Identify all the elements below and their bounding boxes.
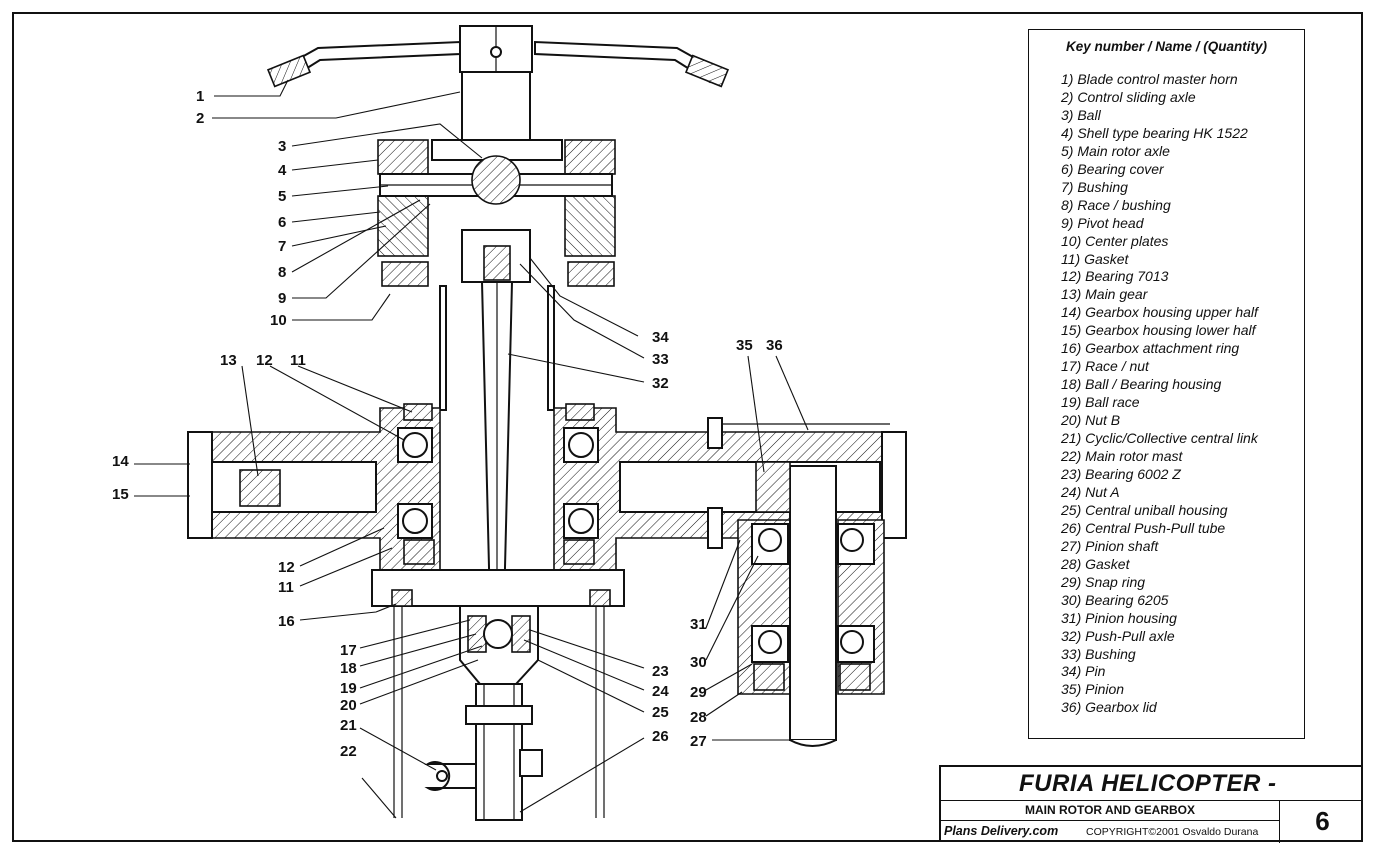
callout-25: 25 [652, 704, 669, 721]
callout-33: 33 [652, 351, 669, 368]
legend-item: 17) Race / nut [1061, 358, 1149, 375]
callout-18: 18 [340, 660, 357, 677]
title-row: FURIA HELICOPTER - [941, 767, 1363, 801]
site-name: Plans Delivery.com [944, 824, 1059, 838]
callout-9: 9 [278, 290, 286, 307]
central-uniball-housing [424, 605, 543, 821]
callout-29: 29 [690, 684, 707, 701]
callout-27: 27 [690, 733, 707, 750]
legend-item: 16) Gearbox attachment ring [1061, 340, 1240, 357]
callout-11: 11 [290, 352, 306, 369]
legend-item: 24) Nut A [1061, 483, 1120, 500]
callout-7: 7 [278, 238, 286, 255]
legend-item: 30) Bearing 6205 [1061, 591, 1169, 608]
legend-title: Key number / Name / (Quantity) [1065, 39, 1268, 54]
legend-item: 18) Ball / Bearing housing [1061, 376, 1222, 393]
legend-item: 29) Snap ring [1061, 573, 1146, 590]
legend-item: 1) Blade control master horn [1061, 71, 1238, 87]
gearbox-housing [187, 403, 907, 571]
legend-item: 23) Bearing 6002 Z [1061, 465, 1181, 482]
legend-item: 8) Race / bushing [1061, 196, 1171, 213]
legend-item: 25) Central uniball housing [1061, 501, 1228, 518]
legend-item: 4) Shell type bearing HK 1522 [1061, 124, 1248, 141]
leader-lines [134, 79, 809, 819]
callout-31: 31 [690, 616, 707, 633]
callout-20: 20 [340, 697, 357, 714]
legend-item: 36) Gearbox lid [1061, 699, 1157, 716]
legend-item: 19) Ball race [1061, 394, 1140, 411]
legend-item: 20) Nut B [1061, 412, 1121, 429]
pinion-housing [737, 461, 885, 747]
legend-item: 6) Bearing cover [1061, 160, 1164, 177]
legend-item: 34) Pin [1061, 663, 1106, 680]
legend-item: 33) Bushing [1061, 645, 1136, 662]
legend-item: 10) Center plates [1061, 232, 1169, 249]
legend-item: 3) Ball [1061, 106, 1101, 123]
callout-23: 23 [652, 663, 669, 680]
copyright-text: COPYRIGHT©2001 Osvaldo Durana [1086, 826, 1259, 838]
callout-6: 6 [278, 214, 286, 231]
parts-legend: Key number / Name / (Quantity) 1) Blade … [1028, 29, 1305, 739]
legend-item: 14) Gearbox housing upper half [1061, 304, 1258, 321]
callout-4: 4 [278, 162, 287, 179]
page-number-box: 6 [1279, 800, 1365, 843]
title-block: FURIA HELICOPTER - MAIN ROTOR AND GEARBO… [939, 765, 1365, 843]
legend-item: 35) Pinion [1061, 681, 1125, 698]
legend-item: 11) Gasket [1061, 250, 1129, 267]
legend-item: 2) Control sliding axle [1061, 88, 1196, 105]
callout-22: 22 [340, 743, 357, 760]
drawing-sheet-border [12, 12, 1363, 842]
callout-24: 24 [652, 683, 669, 700]
callout-13: 13 [220, 352, 237, 369]
callout-3: 3 [278, 138, 286, 155]
title-footer: Plans Delivery.com COPYRIGHT©2001 Osvald… [941, 821, 1279, 843]
legend-item: 15) Gearbox housing lower half [1061, 322, 1256, 339]
callout-12: 12 [256, 352, 273, 369]
legend-item: 9) Pivot head [1061, 214, 1144, 231]
rotor-head-assembly [377, 71, 616, 287]
callout-10: 10 [270, 312, 287, 329]
legend-item: 12) Bearing 7013 [1061, 268, 1169, 285]
drawing-subtitle: MAIN ROTOR AND GEARBOX [941, 801, 1279, 821]
legend-item: 26) Central Push-Pull tube [1061, 519, 1226, 536]
callout-numbers: 1 2 3 4 5 6 7 8 9 10 11 12 13 14 15 16 1… [112, 88, 783, 760]
callout-2: 2 [196, 110, 204, 127]
callout-11-lower: 11 [278, 579, 294, 596]
callout-17: 17 [340, 642, 357, 659]
callout-14: 14 [112, 453, 129, 470]
page-number: 6 [1315, 806, 1330, 836]
gearbox-attachment-ring [371, 569, 625, 818]
legend-item: 27) Pinion shaft [1061, 537, 1159, 554]
callout-35: 35 [736, 337, 753, 354]
callout-15: 15 [112, 486, 129, 503]
callout-21: 21 [340, 717, 357, 734]
legend-item: 7) Bushing [1061, 178, 1128, 195]
legend-item: 31) Pinion housing [1061, 609, 1177, 626]
callout-26: 26 [652, 728, 669, 745]
callout-12-lower: 12 [278, 559, 295, 576]
legend-item: 32) Push-Pull axle [1061, 627, 1175, 644]
legend-item: 21) Cyclic/Collective central link [1061, 430, 1258, 447]
callout-8: 8 [278, 264, 286, 281]
callout-5: 5 [278, 188, 286, 205]
callout-28: 28 [690, 709, 707, 726]
callout-34: 34 [652, 329, 669, 346]
callout-1: 1 [196, 88, 204, 105]
legend-item: 13) Main gear [1061, 286, 1148, 303]
callout-36: 36 [766, 337, 783, 354]
callout-32: 32 [652, 375, 669, 392]
callout-16: 16 [278, 613, 295, 630]
drawing-title: FURIA HELICOPTER - [1019, 770, 1277, 797]
legend-item: 22) Main rotor mast [1061, 448, 1183, 465]
legend-item: 5) Main rotor axle [1061, 142, 1170, 159]
callout-30: 30 [690, 654, 707, 671]
callout-19: 19 [340, 680, 357, 697]
legend-item: 28) Gasket [1061, 555, 1130, 572]
main-rotor-mast [439, 281, 555, 609]
